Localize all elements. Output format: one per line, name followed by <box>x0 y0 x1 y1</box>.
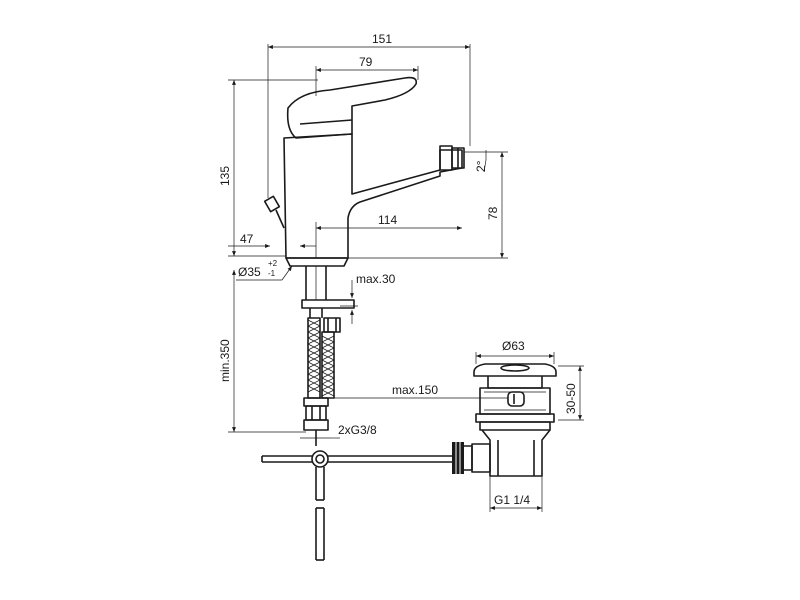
dim-135: 135 <box>218 166 232 186</box>
dim-rod-max: max.150 <box>392 383 438 397</box>
extension-lines <box>228 44 584 512</box>
dim-angle: 2° <box>474 160 488 172</box>
dim-connection: 2xG3/8 <box>338 423 377 437</box>
dim-waste-height: 30-50 <box>564 383 578 414</box>
mounting-assembly <box>301 266 355 446</box>
waste-assembly <box>452 363 557 477</box>
faucet-body <box>263 76 465 267</box>
dim-47: 47 <box>240 232 254 246</box>
popup-rod <box>261 450 455 561</box>
popup-knob <box>263 195 281 213</box>
dim-151: 151 <box>372 32 392 46</box>
hose-left <box>307 317 321 399</box>
dim-waste-diameter: Ø63 <box>502 339 525 353</box>
dim-hose-length: min.350 <box>218 339 232 382</box>
body-block <box>283 133 463 259</box>
dim-max-thickness: max.30 <box>356 272 396 286</box>
dim-tol-minus: -1 <box>268 269 276 278</box>
dim-78: 78 <box>486 206 500 220</box>
dim-79: 79 <box>359 55 373 69</box>
dim-waste-thread: G1 1/4 <box>494 493 530 507</box>
dimension-labels: 151 79 135 78 114 47 2° Ø35 +2 -1 max.30… <box>218 32 578 507</box>
side-nut <box>452 442 464 474</box>
dim-tol-plus: +2 <box>268 259 278 268</box>
dim-114: 114 <box>378 213 397 227</box>
dimension-lines <box>228 45 582 510</box>
lever-handle <box>286 76 418 139</box>
dim-base-diameter: Ø35 <box>238 265 261 279</box>
